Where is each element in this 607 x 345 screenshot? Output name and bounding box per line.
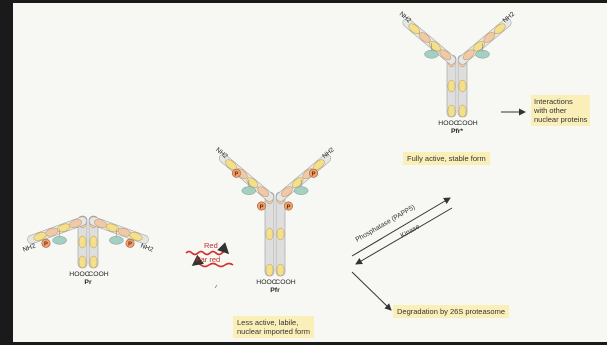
stem-0-domain-2 (448, 105, 455, 117)
chromophore-domain (242, 187, 256, 195)
stem-1-domain-2 (459, 105, 466, 117)
phospho-stem-0-label: P (260, 204, 264, 210)
pfr-caption-line-2: nuclear imported form (237, 327, 310, 336)
right-terminus-label: COOH (275, 279, 295, 286)
molecule-name-label: Pfr (270, 287, 280, 294)
stem-1-domain-1 (459, 80, 466, 92)
phospho-arm-label: P (312, 172, 316, 178)
right-terminus-label: COOH (88, 271, 108, 278)
pfr-caption-line-1: Less active, labile, (237, 318, 310, 327)
stem-1-domain-2 (90, 256, 97, 268)
right-terminus-label: COOH (457, 120, 477, 127)
phospho-arm-label: P (128, 242, 132, 248)
stem-1-domain-1 (90, 236, 97, 248)
stem-0-domain-2 (79, 256, 86, 268)
stem-0-domain-1 (448, 80, 455, 92)
molecule-name-label: Pfr* (451, 128, 463, 135)
chromophore-domain (294, 187, 308, 195)
red-label: Red (204, 241, 218, 250)
chromophore-domain (109, 236, 123, 244)
chromophore-domain (425, 50, 439, 58)
phospho-stem-1-label: P (287, 204, 291, 210)
stem-1-domain-1 (277, 228, 284, 240)
interactions-caption: Interactions with other nuclear proteins (531, 95, 590, 126)
chromophore-domain (53, 236, 67, 244)
chromophore-domain (475, 50, 489, 58)
interactions-line-3: nuclear proteins (534, 115, 587, 124)
far-red-label: Far red (196, 255, 220, 264)
left-terminus-label: HOOC (438, 120, 458, 127)
molecule-name-label: Pr (84, 279, 92, 286)
left-terminus-label: HOOC (256, 279, 276, 286)
pfr-caption: Less active, labile, nuclear imported fo… (233, 316, 314, 338)
interactions-line-2: with other (534, 106, 587, 115)
stem-0-domain-2 (266, 264, 273, 276)
phospho-arm-label: P (44, 242, 48, 248)
interactions-line-1: Interactions (534, 97, 587, 106)
pfr-star-caption: Fully active, stable form (403, 152, 490, 165)
stem-0-domain-1 (79, 236, 86, 248)
phospho-arm-label: P (234, 172, 238, 178)
left-terminus-label: HOOC (69, 271, 89, 278)
stem-0-domain-1 (266, 228, 273, 240)
degradation-caption: Degradation by 26S proteasome (393, 305, 509, 318)
stem-1-domain-2 (277, 264, 284, 276)
